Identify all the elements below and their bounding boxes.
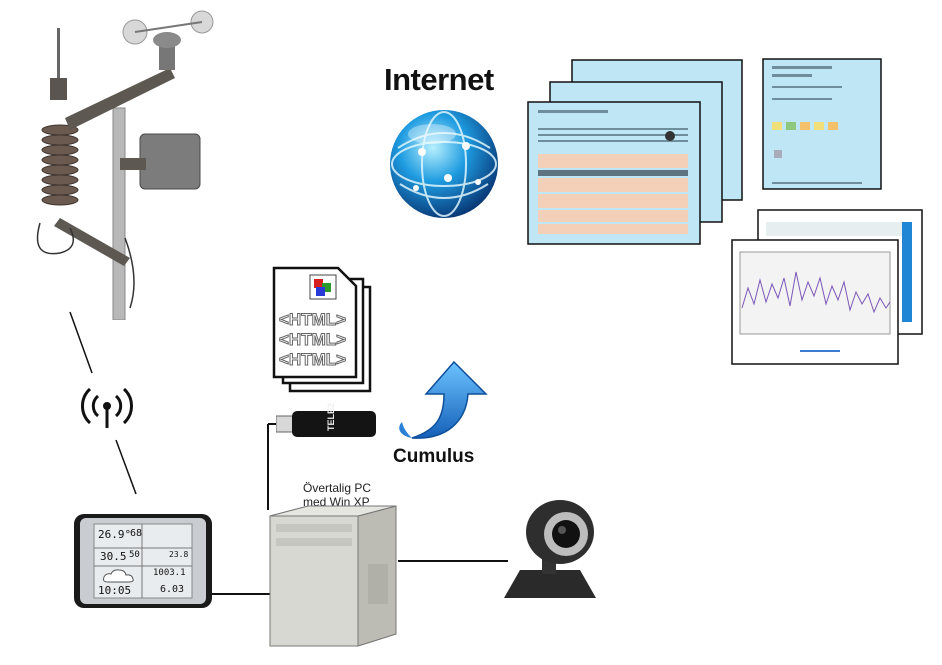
web-page-icons — [762, 58, 882, 190]
radio-link-lower — [115, 439, 137, 495]
console-temp-in: 26.9° — [98, 528, 132, 541]
console-rain: 6.03 — [160, 584, 185, 595]
globe-icon — [388, 108, 500, 220]
console-time: 10:05 — [98, 584, 132, 597]
pc-tower — [268, 504, 400, 648]
pc-label-line1: Övertalig PC — [303, 481, 372, 495]
console-wind: 23.8 — [169, 550, 189, 559]
weather-console: 26.9° 68 30.5 50 23.8 1003.1 10:05 6.03 — [74, 514, 212, 608]
html-documents-icon: <HTML> <HTML> <HTML> — [272, 265, 374, 395]
wireless-signal-icon — [80, 384, 134, 430]
console-hum-out: 50 — [129, 550, 140, 560]
console-pressure: 1003.1 — [153, 568, 186, 578]
cumulus-label: Cumulus — [393, 446, 475, 467]
upload-arrow-icon — [396, 360, 492, 444]
weather-station-mast — [20, 8, 220, 320]
html-tag-3: <HTML> — [278, 350, 347, 370]
web-pages-stack — [526, 58, 746, 246]
html-tag-1: <HTML> — [278, 310, 347, 330]
usb-stick: TELE2 — [276, 403, 378, 438]
webcam — [500, 498, 600, 606]
html-tag-2: <HTML> — [278, 330, 347, 350]
console-hum-in: 68 — [130, 528, 143, 539]
usb-stick-brand: TELE2 — [326, 403, 336, 432]
internet-title: Internet — [384, 62, 494, 97]
console-temp-out: 30.5 — [100, 550, 127, 563]
graph-pages — [730, 208, 926, 366]
radio-link-upper — [69, 311, 93, 374]
console-cloud-icon — [102, 568, 136, 584]
